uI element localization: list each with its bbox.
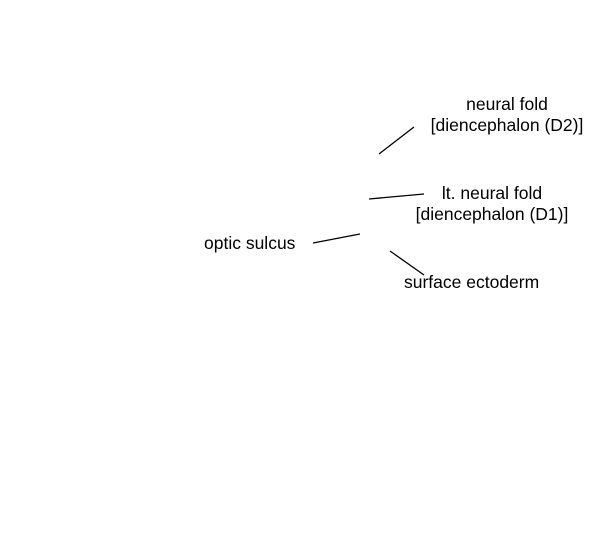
leader-line-neural-fold-d2 (378, 126, 415, 155)
label-lt-neural-fold-d1-line2: [diencephalon (D1)] (415, 204, 569, 224)
label-surface-ectoderm: surface ectoderm (404, 272, 540, 292)
label-lt-neural-fold-d1: lt. neural fold [diencephalon (D1)] (402, 183, 582, 225)
label-neural-fold-d2-line1: neural fold (466, 94, 548, 114)
label-lt-neural-fold-d1-line1: lt. neural fold (441, 183, 543, 203)
label-neural-fold-d2: neural fold [diencephalon (D2)] (418, 94, 596, 136)
label-optic-sulcus: optic sulcus (204, 233, 296, 253)
leader-line-optic-sulcus (312, 233, 361, 244)
leader-line-lt-neural-fold-d1 (368, 193, 425, 200)
leader-line-surface-ectoderm (389, 250, 425, 276)
label-neural-fold-d2-line2: [diencephalon (D2)] (430, 115, 584, 135)
